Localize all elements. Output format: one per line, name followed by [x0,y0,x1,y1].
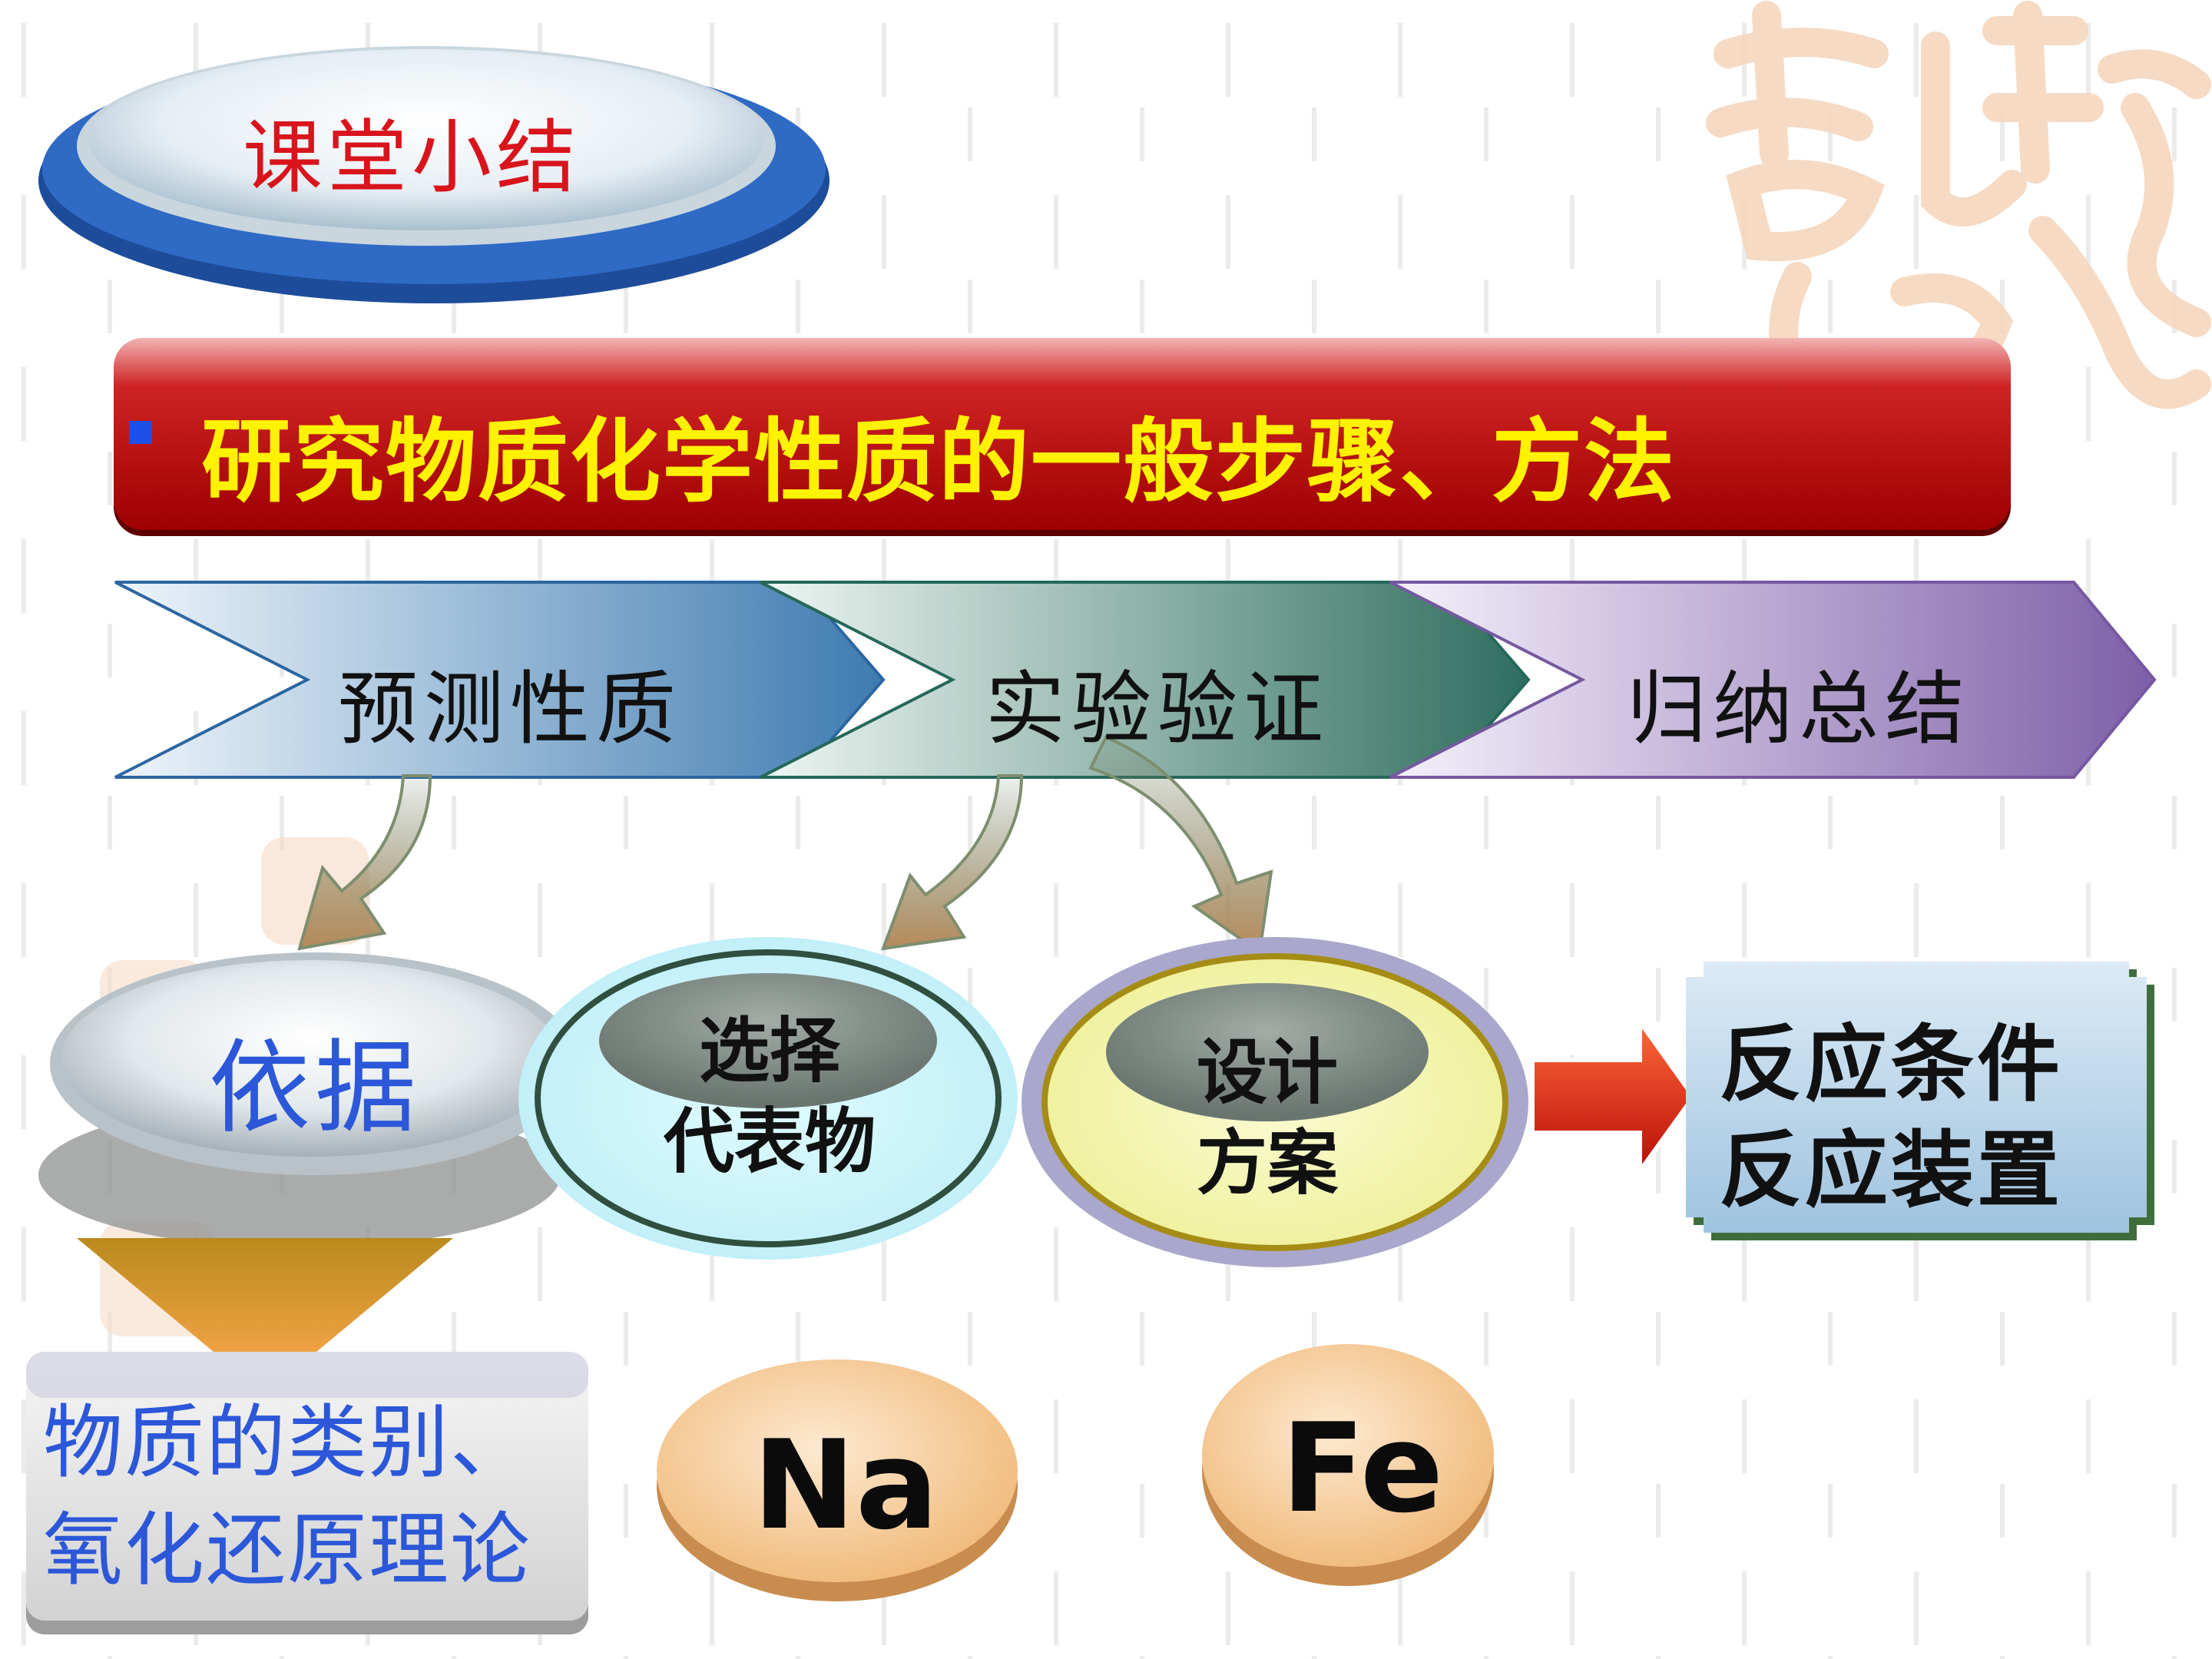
element-fe: Fe [1281,1396,1444,1540]
bullet-square-icon [129,421,152,444]
step-label-summarize: 归纳总结 [1627,662,1972,756]
design-plan-label: 设计 方案 [1121,1028,1413,1209]
step-label-verify: 实验验证 [985,662,1330,756]
basis-oval [38,952,580,1248]
header-bar [114,338,2011,536]
basis-detail-line-1: 物质的类别、 [43,1396,532,1489]
element-na: Na [753,1413,939,1557]
conditions-line-2: 反应装置 [1719,1123,2064,1219]
slide-title: 课堂小结 [243,111,581,204]
basis-down-arrow [77,1238,453,1359]
title-oval [38,46,830,303]
step-label-predict: 预测性质 [338,662,683,756]
choose-line-2: 代表物 [663,1101,876,1183]
design-line-1: 设计 [1196,1031,1338,1114]
conditions-box [1686,962,2154,1240]
conditions-label: 反应条件 反应装置 [1719,1012,2063,1224]
choose-circle [518,937,1018,1260]
header-title: 研究物质化学性质的一般步骤、方法 [201,409,1677,515]
basis-detail-box [26,1352,588,1634]
basis-detail-label: 物质的类别、 氧化还原理论 [43,1389,531,1604]
arrow-verify-to-choose [880,774,1024,951]
basis-detail-line-2: 氧化还原理论 [43,1503,532,1597]
conditions-line-1: 反应条件 [1719,1017,2064,1113]
fe-coin [1202,1344,1494,1586]
design-line-2: 方案 [1196,1122,1338,1204]
choose-line-1: 选择 [698,1010,840,1092]
arrow-predict-to-basis [297,774,432,951]
basis-label: 依据 [209,1029,421,1147]
step-chevron-3 [1389,581,2157,779]
na-coin [657,1359,1018,1601]
arrow-to-conditions [1530,1014,1697,1179]
choose-representative-label: 选择 代表物 [624,1006,916,1187]
design-circle [1022,937,1528,1267]
